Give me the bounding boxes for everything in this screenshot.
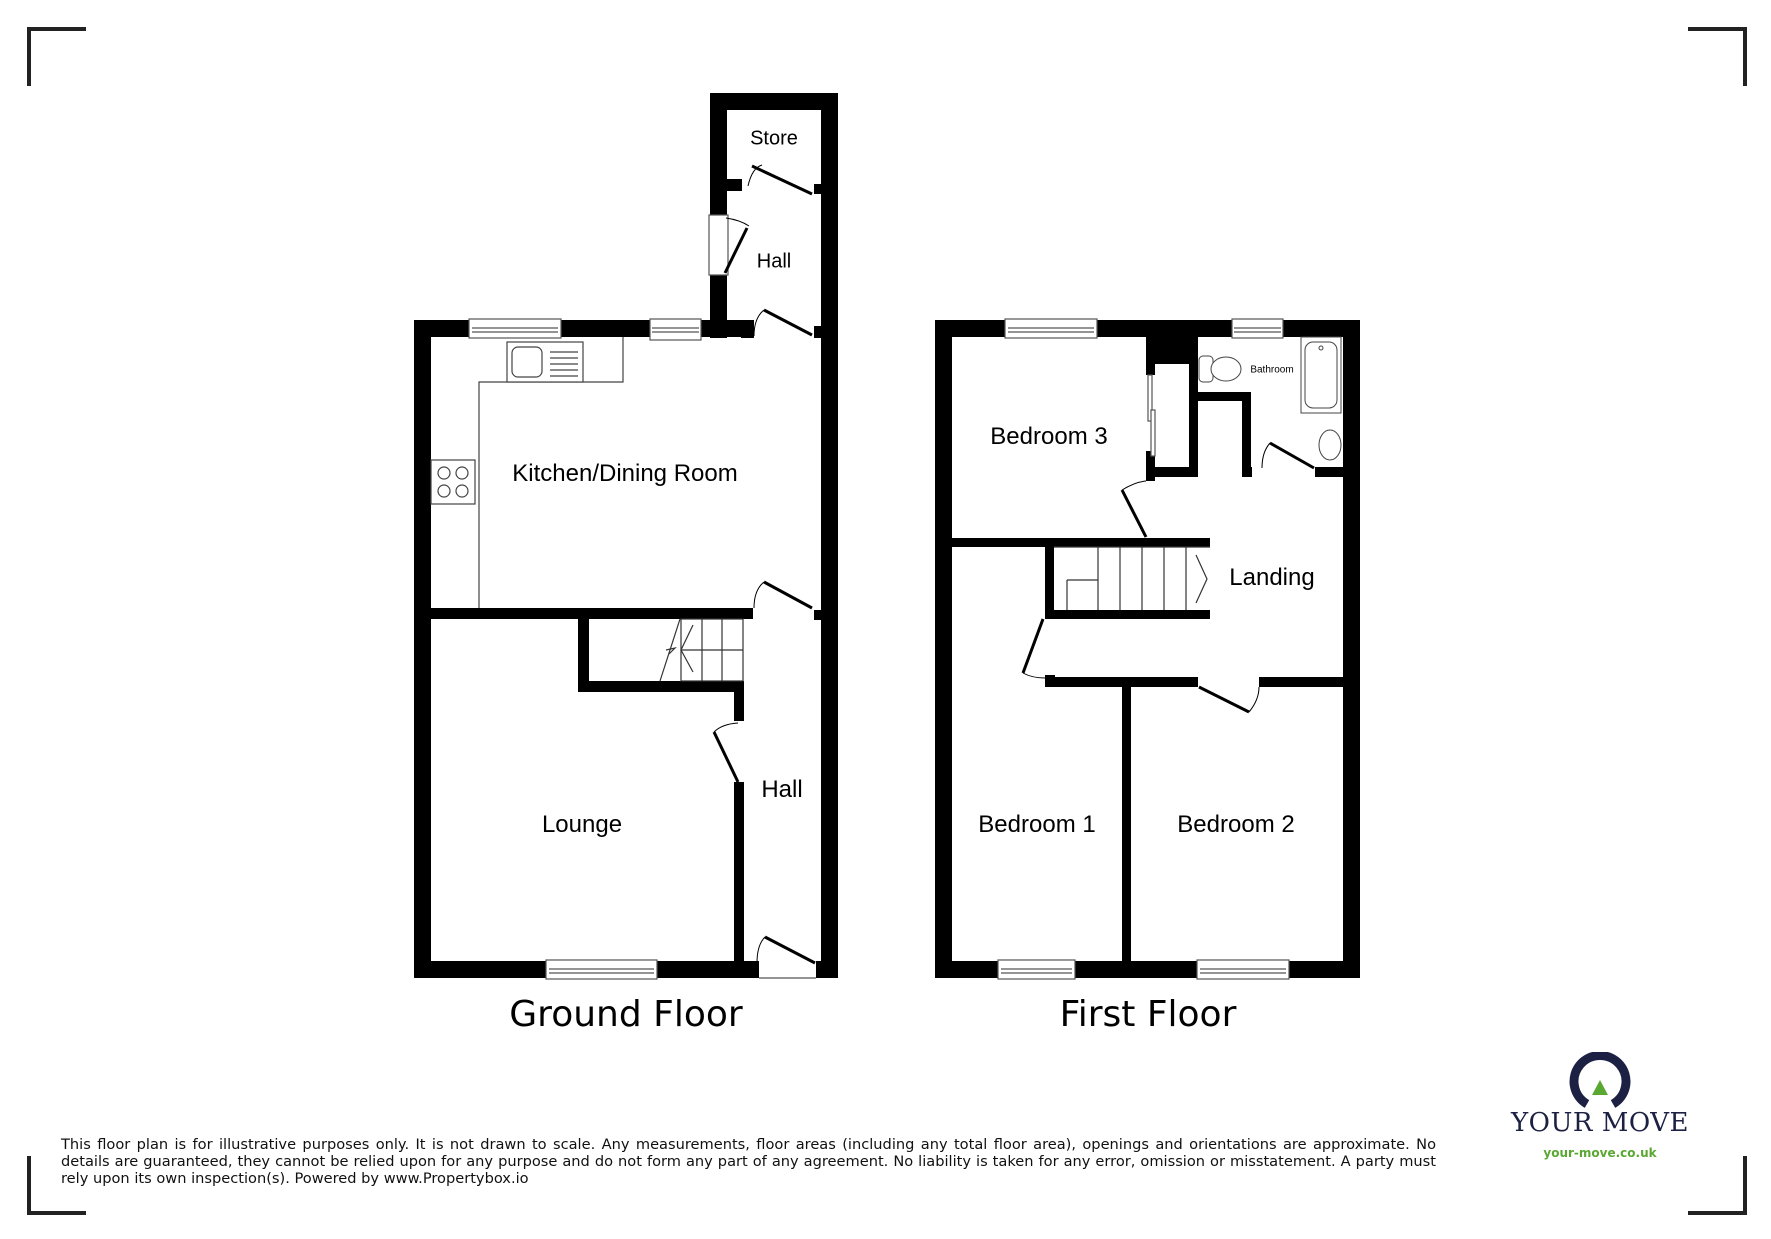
- disclaimer-text: This floor plan is for illustrative purp…: [61, 1136, 1436, 1187]
- room-label-rear-hall: Hall: [756, 250, 792, 273]
- crop-mark-top-left-h: [27, 27, 86, 31]
- room-label-landing: Landing: [1229, 564, 1315, 591]
- room-label-bedroom-1: Bedroom 1: [978, 811, 1096, 838]
- ground-floor-stairs: [659, 618, 744, 682]
- ground-floor-walls: [414, 93, 838, 978]
- room-label-bathroom: Bathroom: [1250, 364, 1294, 376]
- your-move-logo: YOUR MOVE your-move.co.uk: [1500, 1052, 1700, 1162]
- room-label-kitchen-dining: Kitchen/Dining Room: [512, 460, 738, 487]
- first-floor-title: First Floor: [1059, 994, 1237, 1035]
- ground-floor-plan: [414, 93, 838, 980]
- room-label-store: Store: [750, 127, 798, 150]
- brand-name: YOUR MOVE: [1511, 1108, 1689, 1138]
- room-label-bedroom-3: Bedroom 3: [990, 423, 1108, 450]
- first-floor-stairs: [1054, 546, 1210, 610]
- room-label-lounge: Lounge: [541, 811, 623, 838]
- ground-floor-doors: [712, 164, 816, 965]
- kitchen-fittings: [430, 337, 624, 608]
- ground-floor-title: Ground Floor: [509, 994, 743, 1035]
- first-floor-windows: [997, 318, 1290, 980]
- crop-mark-top-right-v: [1743, 27, 1747, 86]
- first-floor-plan: [935, 318, 1360, 980]
- bathroom-fittings: [1198, 336, 1342, 461]
- crop-mark-top-right-h: [1688, 27, 1747, 31]
- ground-floor-windows: [468, 214, 816, 980]
- crop-mark-bottom-left-h: [27, 1211, 86, 1215]
- room-label-bedroom-2: Bedroom 2: [1177, 811, 1295, 838]
- first-floor-doors: [1021, 441, 1315, 714]
- room-label-front-hall: Hall: [761, 776, 803, 803]
- your-move-logo-icon: [1569, 1052, 1631, 1108]
- crop-mark-bottom-right-h: [1688, 1211, 1747, 1215]
- crop-mark-top-left-v: [27, 27, 31, 86]
- crop-mark-bottom-left-v: [27, 1156, 31, 1215]
- brand-url[interactable]: your-move.co.uk: [1543, 1146, 1657, 1160]
- crop-mark-bottom-right-v: [1743, 1156, 1747, 1215]
